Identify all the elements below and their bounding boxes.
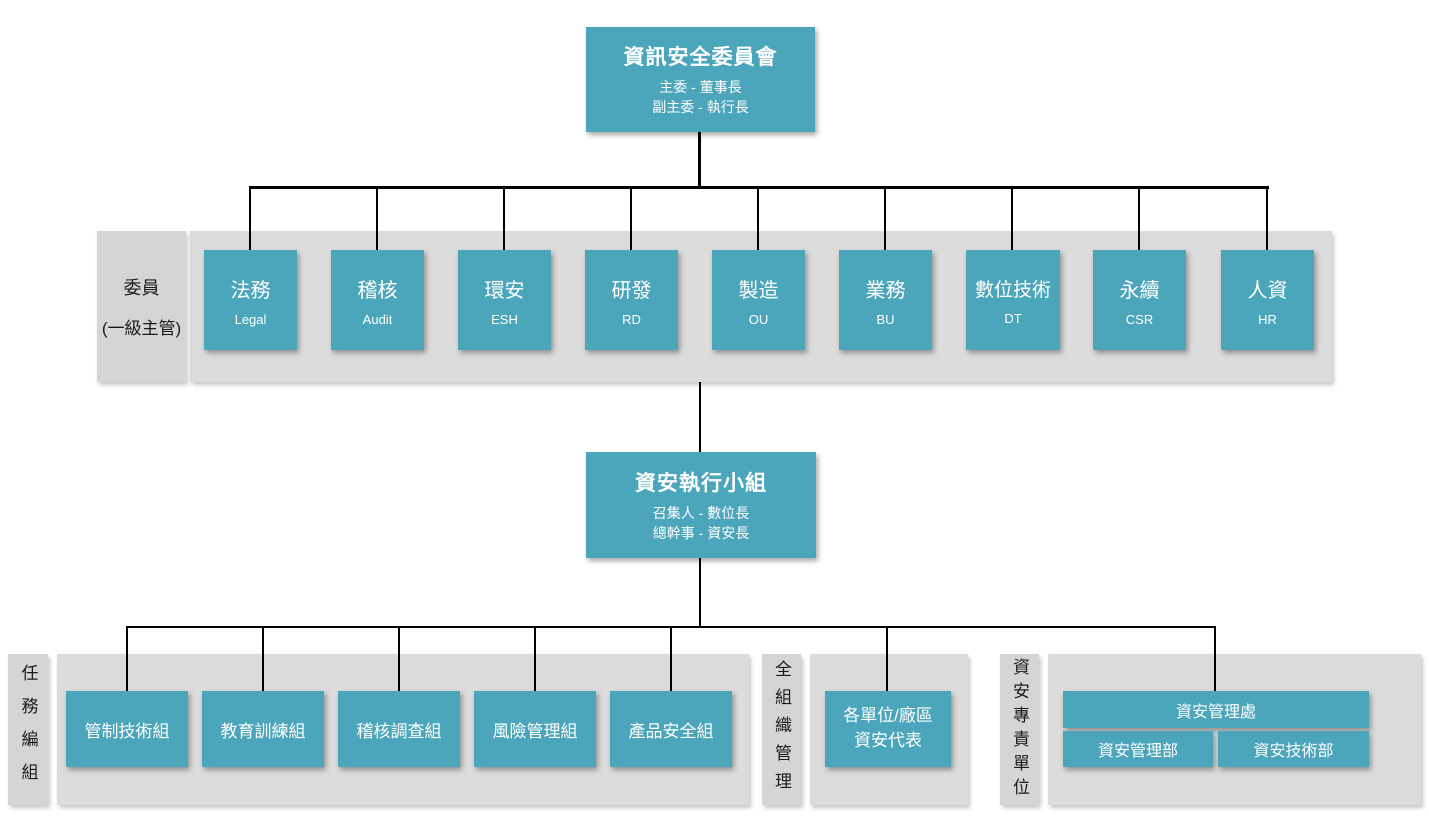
connector-drop-rep (886, 626, 888, 692)
member-title: 環安 (484, 279, 525, 302)
task-group-label-strip: 任務編組 (8, 654, 48, 805)
dedicated-unit-label-strip: 資安專責單位 (1000, 654, 1039, 805)
member-box-dt: 數位技術 DT (966, 250, 1060, 350)
dept-label: 資安技術部 (1253, 743, 1334, 760)
member-title: 業務 (865, 279, 906, 302)
connector-hbar-members (249, 186, 1269, 189)
member-box-hr: 人資 HR (1221, 250, 1314, 350)
connector-stem-top (698, 131, 701, 189)
connector-drop-task-5 (670, 626, 672, 691)
rep-box: 各單位/廠區 資安代表 (825, 691, 951, 767)
dept-label: 資安管理部 (1097, 743, 1178, 760)
connector-drop-member-4 (630, 186, 632, 250)
member-abbr: OU (748, 311, 769, 327)
member-box-esh: 環安 ESH (458, 250, 551, 350)
exec-team-box: 資安執行小組 召集人 - 數位長 總幹事 - 資安長 (586, 452, 816, 558)
members-label-line1: 委員 (123, 278, 160, 298)
task-label: 教育訓練組 (220, 721, 306, 741)
connector-drop-member-6 (884, 186, 886, 250)
division-box-security-management-division: 資安管理處 (1063, 691, 1369, 728)
connector-drop-member-5 (757, 186, 759, 250)
connector-drop-member-2 (376, 186, 378, 250)
rep-line1: 各單位/廠區 (843, 706, 933, 726)
member-abbr: HR (1258, 311, 1277, 327)
connector-drop-member-7 (1011, 186, 1013, 250)
connector-drop-member-3 (503, 186, 505, 250)
task-label: 稽核調查組 (356, 721, 442, 741)
connector-drop-member-1 (249, 186, 251, 250)
task-label: 管制技術組 (84, 721, 170, 741)
members-label-line2: (一級主管) (101, 319, 182, 338)
connector-stem-bottom (699, 558, 701, 628)
task-box-audit-investigation: 稽核調查組 (338, 691, 460, 767)
member-abbr: Legal (234, 311, 267, 327)
connector-drop-member-8 (1138, 186, 1140, 250)
task-box-control-tech: 管制技術組 (66, 691, 188, 767)
org-wide-label: 全組織管理 (772, 659, 791, 800)
exec-team-secretary: 總幹事 - 資安長 (652, 524, 750, 541)
connector-drop-task-1 (126, 626, 128, 691)
member-box-rd: 研發 RD (585, 250, 678, 350)
task-label: 產品安全組 (628, 721, 714, 741)
member-abbr: CSR (1125, 311, 1154, 327)
member-box-legal: 法務 Legal (204, 250, 297, 350)
rep-line2: 資安代表 (853, 731, 922, 750)
task-label: 風險管理組 (492, 721, 578, 741)
task-box-risk-management: 風險管理組 (474, 691, 596, 767)
connector-drop-member-9 (1266, 186, 1268, 250)
connector-drop-task-2 (262, 626, 264, 691)
task-group-label: 任務編組 (18, 663, 38, 796)
task-box-product-security: 產品安全組 (610, 691, 732, 767)
connector-drop-task-4 (534, 626, 536, 691)
division-label: 資安管理處 (1175, 703, 1256, 721)
member-abbr: ESH (491, 311, 518, 327)
member-box-ou: 製造 OU (712, 250, 805, 350)
member-abbr: Audit (362, 311, 393, 327)
member-title: 研發 (611, 279, 652, 302)
member-title: 人資 (1247, 279, 1288, 302)
members-band-label: 委員 (一級主管) (97, 231, 186, 382)
connector-band-to-exec (699, 382, 701, 452)
member-box-csr: 永續 CSR (1093, 250, 1186, 350)
committee-vice-chair: 副主委 - 執行長 (652, 99, 749, 115)
dept-box-security-management-dept: 資安管理部 (1063, 731, 1213, 767)
member-abbr: BU (876, 311, 895, 327)
member-title: 數位技術 (974, 279, 1051, 301)
dedicated-unit-label: 資安專責單位 (1010, 657, 1029, 802)
org-wide-label-strip: 全組織管理 (762, 654, 801, 805)
dedicated-unit-band (1048, 654, 1421, 805)
committee-chair: 主委 - 董事長 (659, 79, 742, 96)
committee-title: 資訊安全委員會 (623, 46, 778, 70)
connector-drop-task-3 (398, 626, 400, 691)
member-box-audit: 稽核 Audit (331, 250, 424, 350)
committee-box: 資訊安全委員會 主委 - 董事長 副主委 - 執行長 (586, 27, 815, 132)
member-title: 永續 (1119, 279, 1160, 302)
member-box-bu: 業務 BU (839, 250, 932, 350)
member-abbr: RD (622, 311, 641, 327)
dept-box-security-technology-dept: 資安技術部 (1218, 731, 1369, 767)
member-title: 稽核 (357, 279, 398, 302)
member-abbr: DT (1004, 310, 1022, 326)
member-title: 法務 (230, 279, 271, 302)
exec-team-title: 資安執行小組 (635, 471, 767, 495)
task-box-education-training: 教育訓練組 (202, 691, 324, 767)
exec-team-convener: 召集人 - 數位長 (652, 504, 750, 521)
member-title: 製造 (738, 279, 779, 302)
connector-drop-unit (1214, 626, 1216, 692)
